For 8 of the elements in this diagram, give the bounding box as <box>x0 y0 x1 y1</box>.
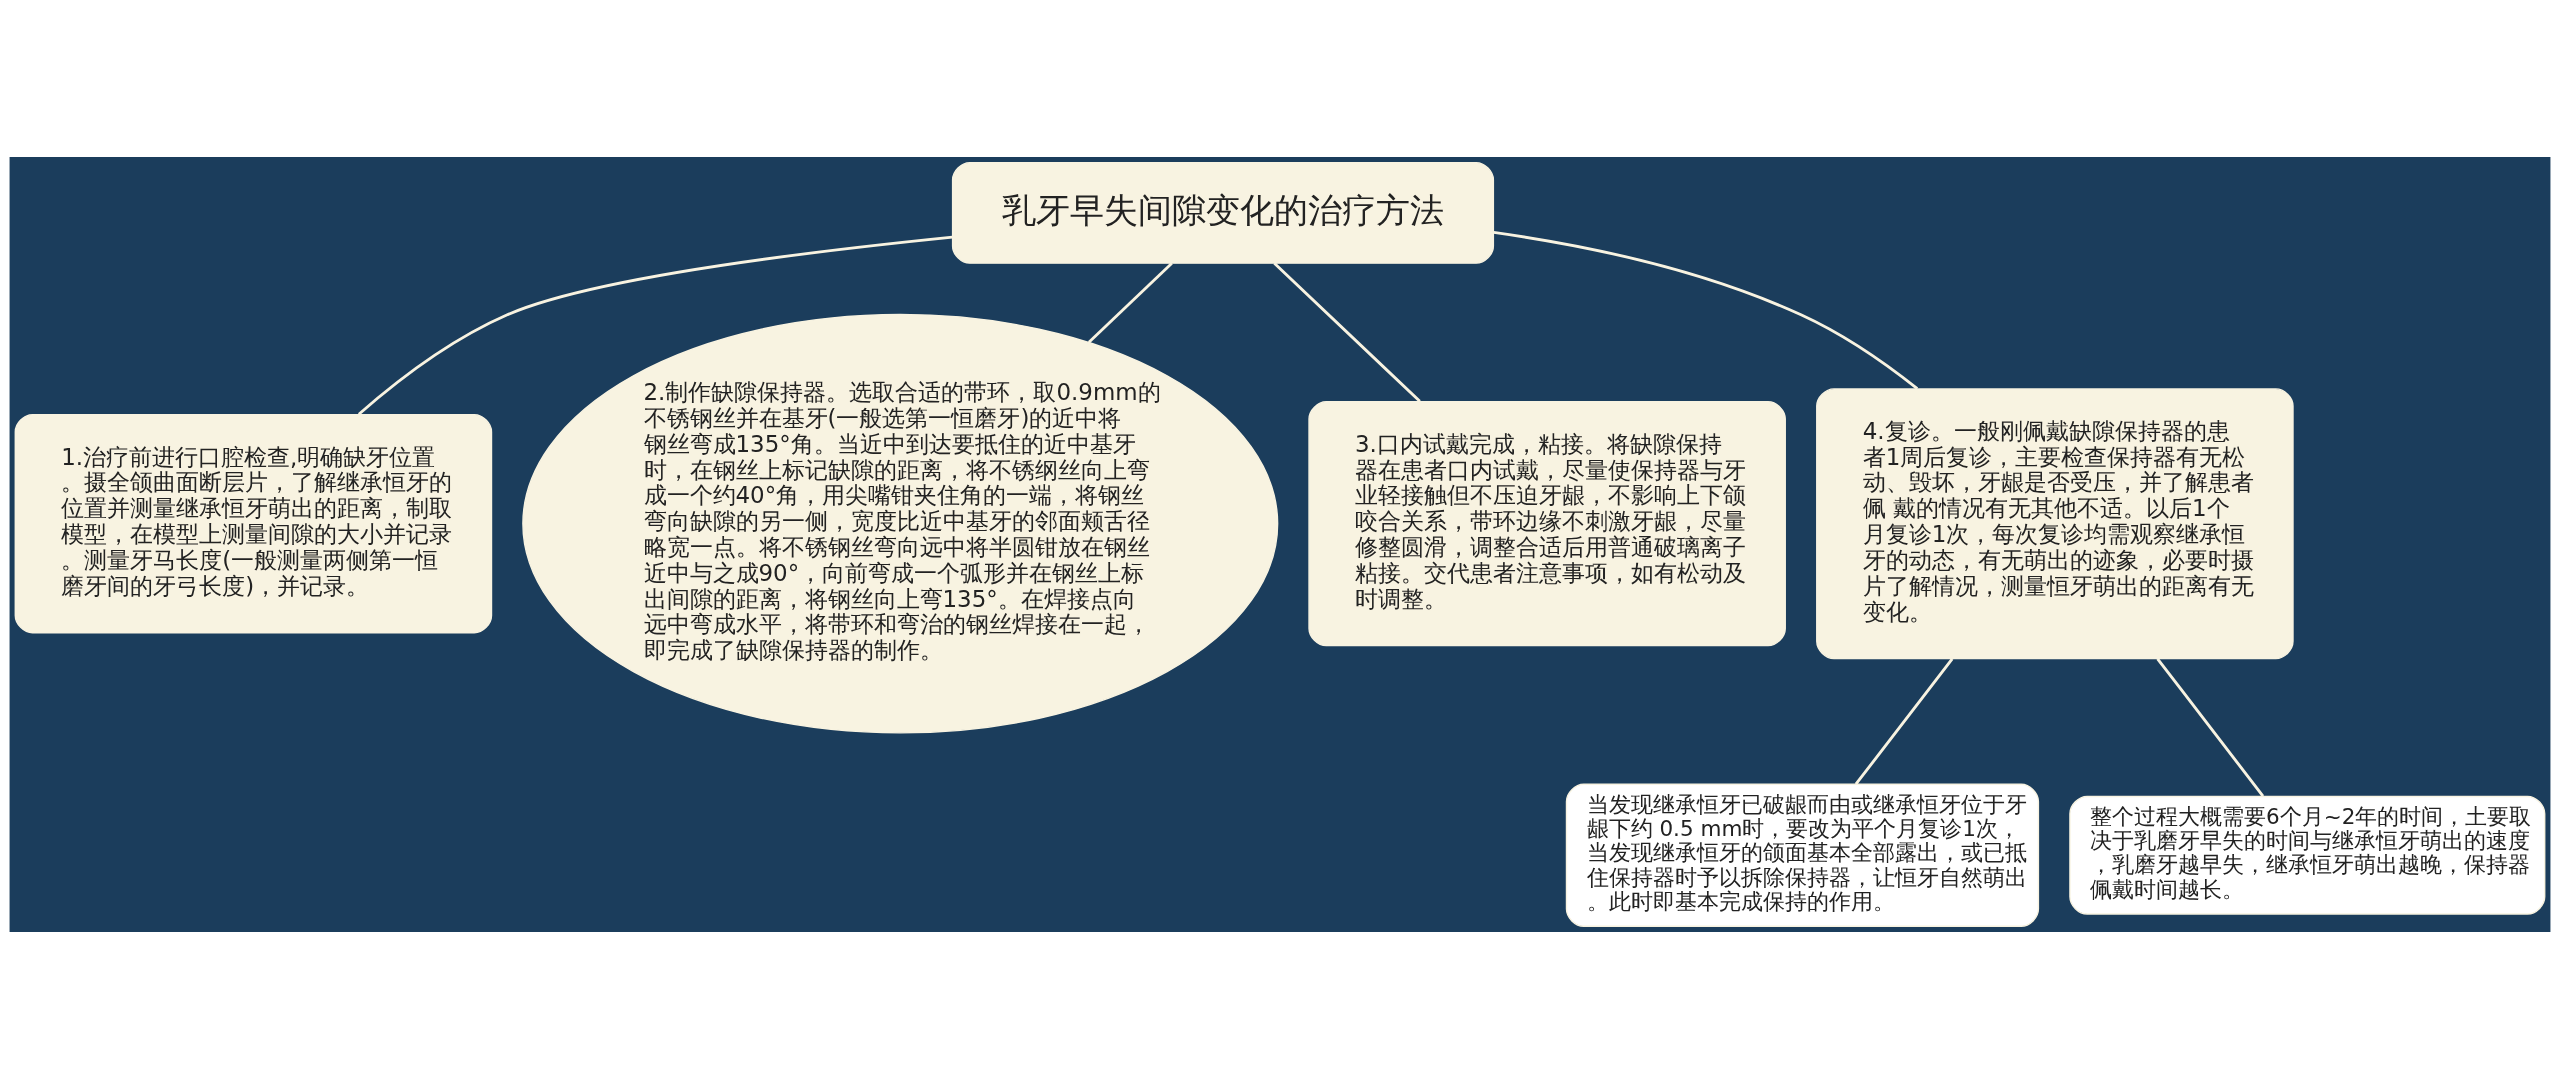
node-box: 当发现继承恒牙已破龈而由或继承恒牙位于牙龈下约 0.5 mm时，要改为平个月复诊1次，当发现继承恒牙的颌面基本全部露出，或已抵住保持器时予以拆除保持器，让恒牙自然萌出。此时即基本完成保持的作用。 <box>1565 783 2040 927</box>
node-box: 整个过程大概需要6个月~2年的时间，土要取决于乳磨牙早失的时间与继承恒牙萌出的速度，乳磨牙越早失，继承恒牙萌出越晚，保持器佩戴时间越长。 <box>2069 795 2546 915</box>
node-box: 1.治疗前进行口腔检查,明确缺牙位置。摄全颌曲面断层片，了解继承恒牙的位置并测量继承恒牙萌出的距离，制取模型，在模型上测量间隙的大小并记录。测量牙马长度(一般测量两侧第一恒磨牙间的牙弓长度)，并记录。 <box>14 413 493 633</box>
node-box: 4.复诊。一般刚佩戴缺隙保持器的患者1周后复诊，主要检查保持器有无松动、毁坏，牙龈是否受压，并了解患者佩 戴的情况有无其他不适。以后1个月复诊1次，每次复诊均需观察继承恒牙的动态，有无萌出的迹象，必要时摄片了解情况，测量恒牙萌出的距离有无变化。 <box>1816 387 2294 659</box>
node-box: 乳牙早失间隙变化的治疗方法 <box>951 161 1495 264</box>
node-box: 3.口内试戴完成，粘接。将缺隙保持器在患者口内试戴，尽量使保持器与牙业轻接触但不压迫牙龈，不影响上下颌咬合关系，带环边缘不刺激牙龈，尽量修整圆滑，调整合适后用普通破璃离子粘接。交代患者注意事项，如有松动及时调整。 <box>1308 400 1786 646</box>
connector <box>357 235 953 415</box>
node-ellipse: 2.制作缺隙保持器。选取合适的带环，取0.9mm的不锈钢丝并在基牙(一般选第一恒磨牙)的近中将钢丝弯成135°角。当近中到达要抵住的近中基牙时，在钢丝上标记缺隙的距离，将不锈纲丝向上弯成一个约40°角，用尖嘴钳夹住角的一端，将钢丝弯向缺隙的另一侧，宽度比近中基牙的邻面颊舌径略宽一点。将不锈钢丝弯向远中将半圆钳放在钢丝近中与之成90°，向前弯成一个弧形并在钢丝上标出间隙的距离，将钢丝向上弯135°。在焊接点向远中弯成水平，将带环和弯治的钢丝焊接在一起，即完成了缺隙保持器的制作。 <box>522 313 1279 734</box>
